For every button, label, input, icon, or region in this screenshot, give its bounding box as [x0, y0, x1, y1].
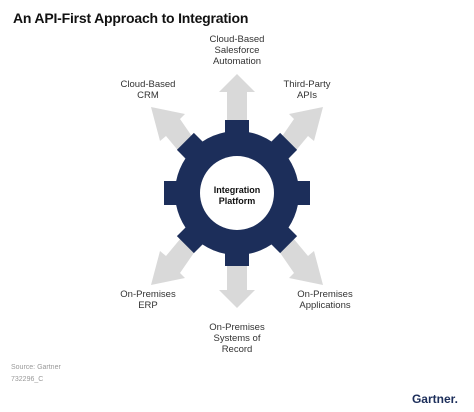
diagram-title: An API-First Approach to Integration	[13, 10, 249, 26]
label-cloud-crm: Cloud-Based CRM	[120, 79, 176, 101]
gear-hub	[200, 156, 274, 230]
arrow-up	[219, 74, 255, 135]
label-on-prem-applications: On-Premises Applications	[297, 289, 353, 311]
source-note: Source: Gartner	[11, 364, 61, 371]
label-cloud-salesforce: Cloud-Based Salesforce Automation	[209, 34, 265, 67]
gartner-logo: Gartner.	[411, 392, 458, 406]
center-label: Integration Platform	[213, 185, 261, 206]
document-id: 732296_C	[11, 376, 44, 383]
label-on-prem-erp: On-Premises ERP	[120, 289, 176, 311]
label-on-prem-systems-of-record: On-Premises Systems of Record	[209, 322, 265, 355]
label-third-party-apis: Third-Party APIs	[283, 79, 331, 101]
